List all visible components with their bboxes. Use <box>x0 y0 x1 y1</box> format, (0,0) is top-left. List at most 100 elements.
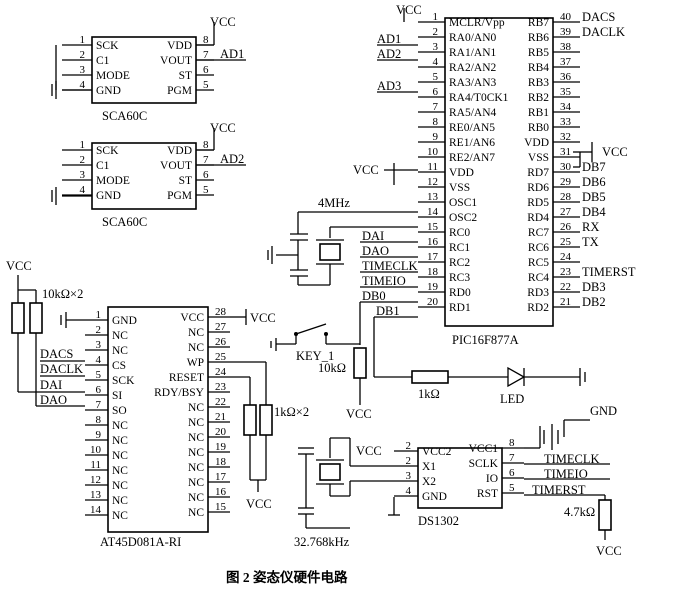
pin-number: 23 <box>215 381 227 393</box>
pin-number: 27 <box>215 321 227 333</box>
res-label: 4.7kΩ <box>564 505 595 519</box>
pin-number: 14 <box>427 206 439 218</box>
pin-number: 26 <box>215 336 227 348</box>
pin-number: 33 <box>560 116 572 128</box>
res-label: 1kΩ×2 <box>274 405 309 419</box>
pin-number: 5 <box>203 184 209 196</box>
timeio-label: TIMEIO <box>362 274 406 288</box>
pin-number: 8 <box>203 139 209 151</box>
pin-number: 6 <box>203 64 209 76</box>
chip-name: AT45D081A-RI <box>100 535 181 549</box>
pin-number: 14 <box>90 504 102 516</box>
pin-name: NC <box>188 477 204 489</box>
pin-number: 7 <box>509 452 515 464</box>
pin-number: 1 <box>433 11 439 23</box>
led-label: LED <box>500 392 524 406</box>
pin-name: RB2 <box>528 92 549 104</box>
pin-number: 6 <box>433 86 439 98</box>
pin-name: RC2 <box>449 257 470 269</box>
pin-name: VCC1 <box>469 443 499 455</box>
pin-name: SCLK <box>469 458 499 470</box>
signal-label: DB6 <box>582 175 606 189</box>
pin-name: RC1 <box>449 242 470 254</box>
pin-name: WP <box>187 357 204 369</box>
pin-name: ST <box>179 175 192 187</box>
pin-name: MODE <box>96 70 130 82</box>
ad2-in-label: AD2 <box>377 47 401 61</box>
pin-number: 7 <box>433 101 439 113</box>
pin-name: RA0/AN0 <box>449 32 497 44</box>
pin-number: 16 <box>427 236 439 248</box>
pin-number: 4 <box>80 79 86 91</box>
dao-label: DAO <box>362 244 389 258</box>
pin-name: RD5 <box>527 197 549 209</box>
pin-name: GND <box>96 190 121 202</box>
pin-number: 35 <box>560 86 572 98</box>
pin-number: 4 <box>80 184 86 196</box>
pin-name: NC <box>188 492 204 504</box>
ad1-in-label: AD1 <box>377 32 401 46</box>
dai-label: DAI <box>362 229 384 243</box>
pin-name: SCK <box>96 40 119 52</box>
signal-label: TIMERST <box>582 265 636 279</box>
crystal-label: 4MHz <box>318 196 350 210</box>
pin-number: 5 <box>96 369 102 381</box>
signal-label: TX <box>582 235 599 249</box>
dao-label: DAO <box>40 393 67 407</box>
pin-name: NC <box>112 450 128 462</box>
signal-label: DB7 <box>582 160 606 174</box>
signal-label: DB4 <box>582 205 606 219</box>
signal-label: DACS <box>582 10 615 24</box>
pin-number: 12 <box>427 176 438 188</box>
signal-label: RX <box>582 220 599 234</box>
pin-number: 16 <box>215 486 227 498</box>
pin-name: RD7 <box>527 167 549 179</box>
pin-name: NC <box>112 465 128 477</box>
chip-body <box>91 36 197 104</box>
pin-number: 32 <box>560 131 571 143</box>
pin-name: NC <box>112 495 128 507</box>
pin-name: NC <box>188 402 204 414</box>
pin-name: PGM <box>167 190 192 202</box>
ad1-label: AD1 <box>220 47 244 61</box>
pin-name: MCLR/Vpp <box>449 17 505 29</box>
pin-name: GND <box>422 491 447 503</box>
pin-number: 5 <box>203 79 209 91</box>
pin-number: 36 <box>560 71 572 83</box>
pin-name: SCK <box>112 375 135 387</box>
pin-number: 27 <box>560 206 572 218</box>
pin-name: OSC1 <box>449 197 477 209</box>
pin-name: VDD <box>524 137 549 149</box>
pin-number: 7 <box>203 154 209 166</box>
pin-name: RA2/AN2 <box>449 62 497 74</box>
pin-name: NC <box>188 342 204 354</box>
pin-number: 39 <box>560 26 572 38</box>
pin-name: VCC2 <box>422 446 452 458</box>
pin-name: NC <box>112 330 128 342</box>
pin-number: 30 <box>560 161 572 173</box>
pin-number: 20 <box>427 296 439 308</box>
pin-name: VOUT <box>160 160 192 172</box>
pin-name: NC <box>112 435 128 447</box>
led-icon <box>507 366 526 388</box>
pin-name: NC <box>188 507 204 519</box>
pin-number: 8 <box>509 437 515 449</box>
pin-number: 9 <box>433 131 439 143</box>
pin-number: 22 <box>560 281 571 293</box>
pin-name: RD2 <box>527 302 549 314</box>
pin-number: 2 <box>433 26 439 38</box>
pin-number: 18 <box>427 266 439 278</box>
pin-number: 3 <box>80 64 86 76</box>
vcc-label: VCC <box>346 407 372 421</box>
pin-number: 1 <box>96 309 102 321</box>
pin-number: 40 <box>560 11 572 23</box>
pin-name: IO <box>486 473 498 485</box>
pin-name: RE0/AN5 <box>449 122 495 134</box>
pin-name: PGM <box>167 85 192 97</box>
pin-number: 21 <box>215 411 226 423</box>
pin-number: 23 <box>560 266 572 278</box>
pin-name: RESET <box>169 372 204 384</box>
pin-name: RE2/AN7 <box>449 152 495 164</box>
